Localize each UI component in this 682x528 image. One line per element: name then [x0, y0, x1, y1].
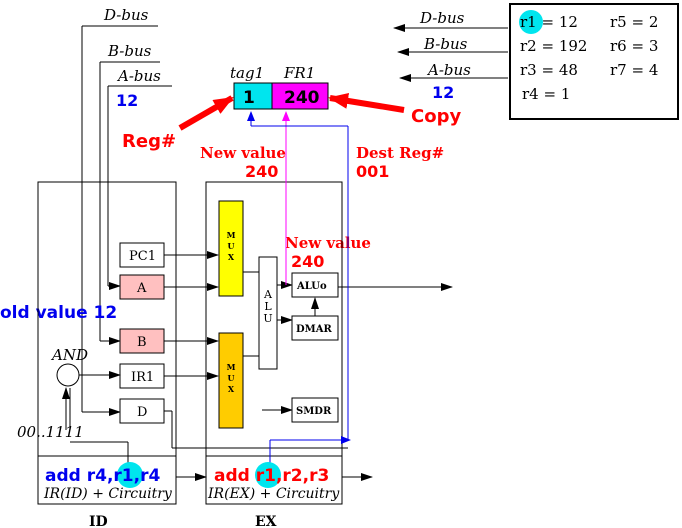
alu-letter-1: A: [263, 288, 273, 301]
mux-bottom-letter-2: U: [228, 373, 235, 383]
dest-reg-label: Dest Reg#: [356, 144, 444, 162]
aluo-label: ALUo: [296, 281, 327, 292]
tag1-value: 1: [243, 88, 255, 108]
mux-bottom: [218, 332, 244, 429]
regfile-a-bus-label: A-bus: [426, 61, 471, 79]
reg-r1: r1 = 12: [520, 13, 578, 31]
register-file-right-col: r5 = 2 r6 = 3 r7 = 4: [610, 13, 658, 79]
new-value-num: 240: [245, 162, 278, 181]
dest-reg-num: 001: [356, 162, 389, 181]
regfile-bus-arrows: [393, 24, 508, 82]
ir1-register: [119, 363, 165, 389]
bus-lines: [81, 25, 172, 416]
reg-hash-arrow: [178, 95, 234, 131]
id-stage-label: ID: [89, 514, 108, 528]
fr1-value: 240: [284, 88, 320, 108]
dmar-register: [291, 315, 339, 341]
id-instr-sub: IR(ID) + Circuitry: [43, 486, 173, 502]
id-ex-wires: [164, 251, 373, 481]
id-instr-box: [37, 455, 177, 505]
b-register-label: B: [137, 335, 147, 350]
and-gate: [56, 363, 80, 387]
d-register-label: D: [137, 405, 147, 420]
mux-top-label: M U X: [227, 230, 236, 262]
mux-top-letter-2: U: [228, 241, 235, 251]
blue-dest-reg-line: [247, 111, 351, 465]
aluo-register: [291, 272, 339, 298]
reg-r7: r7 = 4: [610, 61, 658, 79]
reg-r3: r3 = 48: [520, 61, 578, 79]
tag1-label: tag1: [230, 64, 264, 82]
regfile-a-bus-value: 12: [432, 83, 454, 102]
smdr-label: SMDR: [296, 406, 332, 417]
alu-label: A L U: [263, 288, 273, 325]
b-register: [119, 328, 165, 354]
ex-internal-wires: [243, 271, 453, 414]
fr1-cell: [271, 82, 329, 110]
regfile-b-bus-label: B-bus: [423, 35, 468, 53]
ex-instr-box: [205, 455, 343, 505]
pc1-register: [119, 242, 165, 268]
r1-highlight: [519, 10, 543, 34]
mask-label: 00..1111: [17, 423, 84, 441]
new-value2-num: 240: [291, 252, 324, 271]
reg-r4: r4 = 1: [522, 85, 570, 103]
mux-bottom-letter-3: X: [228, 384, 235, 394]
reg-hash-label: Reg#: [122, 131, 176, 152]
mux-top: [218, 200, 244, 297]
smdr-register: [291, 397, 339, 423]
ir1-label: IR1: [131, 370, 154, 385]
alu: [258, 256, 278, 370]
a-register-label: A: [136, 281, 147, 296]
and-label: AND: [50, 346, 88, 364]
alu-letter-2: L: [264, 300, 272, 313]
regfile-d-bus-label: D-bus: [419, 9, 465, 27]
reg-r5: r5 = 2: [610, 13, 658, 31]
ex-instr-sub: IR(EX) + Circuitry: [207, 486, 340, 502]
fr1-label: FR1: [283, 64, 315, 82]
a-bus-label: A-bus: [116, 67, 161, 85]
d-register: [119, 398, 165, 424]
pc1-label: PC1: [129, 249, 156, 264]
ex-r1-highlight: [255, 462, 281, 488]
b-bus-label: B-bus: [107, 42, 152, 60]
and-wires: [62, 371, 129, 468]
reg-r2: r2 = 192: [520, 37, 587, 55]
new-value2-label: New value: [285, 234, 371, 252]
old-value-label: old value 12: [0, 303, 117, 323]
copy-arrow: [328, 92, 405, 113]
alu-letter-3: U: [263, 312, 272, 325]
reg-r6: r6 = 3: [610, 37, 658, 55]
d-bus-label: D-bus: [103, 6, 149, 24]
register-file-left-col: r1 = 12 r2 = 192 r3 = 48 r4 = 1: [520, 13, 587, 103]
id-r1-highlight: [117, 462, 143, 488]
mux-bottom-label: M U X: [227, 362, 236, 394]
a-bus-value: 12: [116, 91, 138, 110]
ex-instruction: add r1,r2,r3: [214, 466, 329, 486]
mux-top-letter-1: M: [227, 230, 236, 240]
mux-top-letter-3: X: [228, 252, 235, 262]
ex-stage-label: EX: [255, 514, 277, 528]
dmar-label: DMAR: [296, 324, 333, 335]
mux-bottom-letter-1: M: [227, 362, 236, 372]
new-value-label: New value: [200, 144, 286, 162]
id-instruction: add r4,r1,r4: [45, 466, 160, 486]
copy-label: Copy: [411, 106, 461, 127]
